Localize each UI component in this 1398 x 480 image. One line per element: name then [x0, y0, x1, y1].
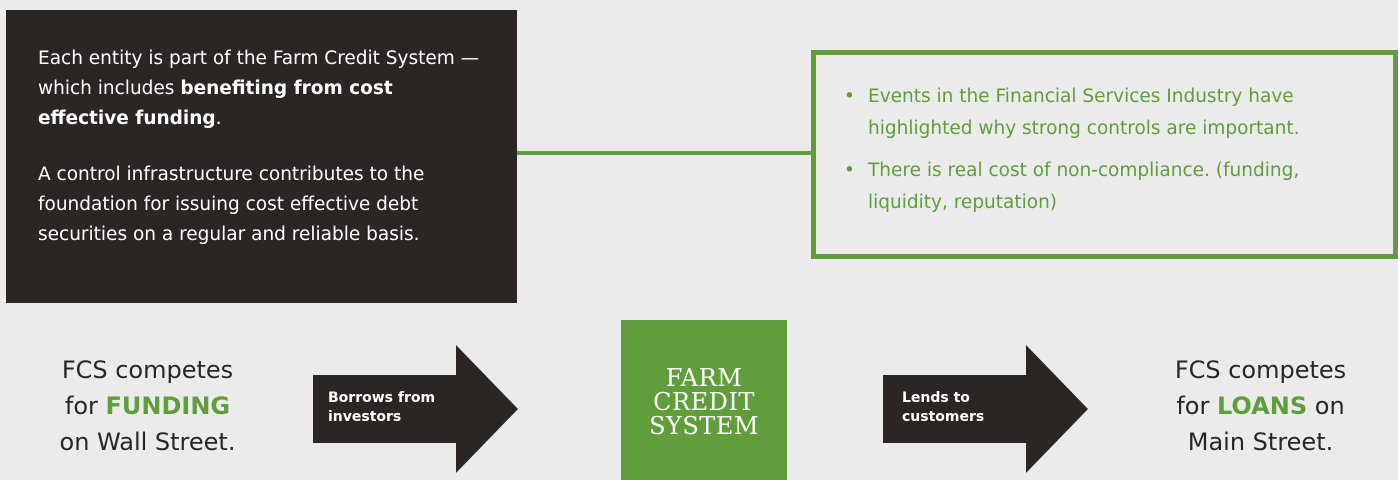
- funding-highlight: FUNDING: [105, 392, 231, 420]
- entity-paragraph: Each entity is part of the Farm Credit S…: [38, 44, 487, 134]
- farm-credit-system-logo: FARM CREDIT SYSTEM: [621, 320, 787, 480]
- logo-line-2: CREDIT: [653, 388, 755, 416]
- controls-info-box: • Events in the Financial Services Indus…: [811, 50, 1398, 259]
- funding-line-2: for FUNDING: [30, 388, 265, 424]
- right-arrow-icon: [883, 345, 1088, 473]
- borrows-arrow: Borrows from investors: [313, 345, 518, 473]
- right-arrow-icon: [313, 345, 518, 473]
- bullet-text: There is real cost of non-compliance. (f…: [868, 160, 1300, 213]
- entity-info-box: Each entity is part of the Farm Credit S…: [6, 10, 517, 303]
- loans-prefix: for: [1176, 392, 1217, 420]
- bullet-item: • Events in the Financial Services Indus…: [844, 81, 1373, 145]
- lends-label: Lends to customers: [902, 390, 985, 425]
- loans-highlight: LOANS: [1216, 392, 1308, 420]
- logo-line-1: FARM: [665, 364, 743, 392]
- funding-line-3: on Wall Street.: [59, 428, 236, 456]
- funding-text: FCS competes for FUNDING on Wall Street.: [30, 352, 265, 460]
- connector-line: [517, 151, 813, 155]
- entity-text: Each entity is part of the Farm Credit S…: [38, 48, 480, 99]
- borrows-label: Borrows from investors: [328, 390, 436, 425]
- bullet-item: • There is real cost of non-compliance. …: [844, 155, 1373, 219]
- bullet-icon: •: [844, 86, 855, 107]
- loans-line-1: FCS competes: [1174, 356, 1347, 384]
- control-paragraph: A control infrastructure contributes to …: [38, 164, 425, 245]
- loans-line-2: for LOANS on: [1148, 388, 1373, 424]
- logo-line-3: SYSTEM: [649, 412, 759, 440]
- entity-text-end: .: [215, 108, 222, 129]
- loans-text: FCS competes for LOANS on Main Street.: [1148, 352, 1373, 460]
- entity-bold-text: benefiting from cost effective funding: [38, 78, 393, 129]
- lends-arrow: Lends to customers: [883, 345, 1088, 473]
- funding-line-1: FCS competes: [61, 356, 234, 384]
- bullet-icon: •: [844, 160, 855, 181]
- bullet-text: Events in the Financial Services Industr…: [868, 86, 1300, 139]
- funding-prefix: for: [64, 392, 106, 420]
- loans-line-3: Main Street.: [1187, 428, 1334, 456]
- loans-suffix: on: [1307, 392, 1345, 420]
